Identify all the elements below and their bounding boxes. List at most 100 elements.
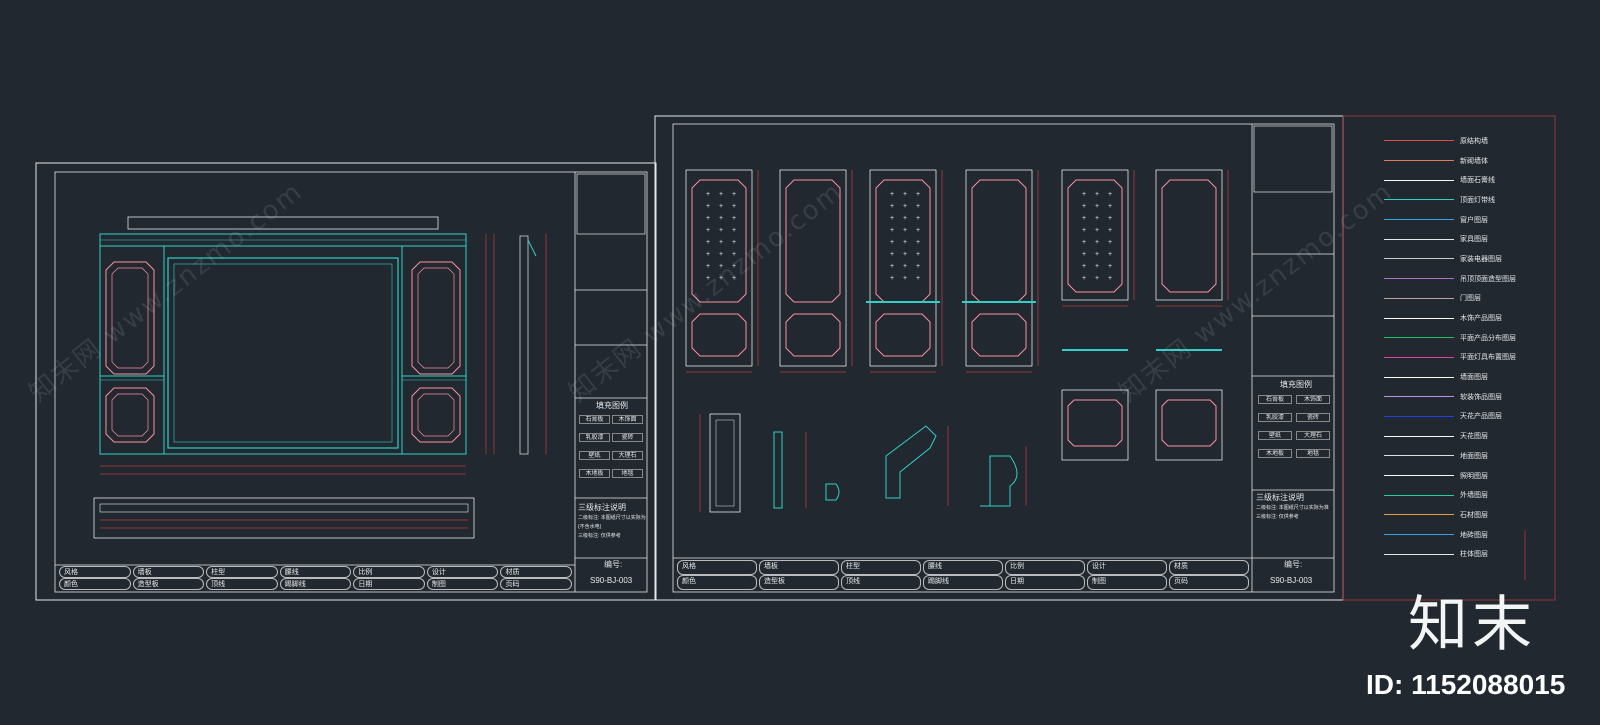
note-line: (不含水电) [578,524,602,530]
legend-item: 新砌墙体 [1384,151,1544,171]
legend-line-swatch [1384,396,1454,398]
legend-line-swatch [1384,435,1454,437]
layer-legend-panel [1342,115,1556,601]
title-block-label: 墙板 [759,560,839,575]
tufting-mark: + [719,275,723,282]
tufting-mark: + [706,191,710,198]
legend-label: 吊顶顶面造型图层 [1460,275,1516,283]
tufting-mark: + [719,239,723,246]
legend-line-swatch [1384,140,1454,142]
tufting-mark: + [1108,263,1112,270]
tufting-mark: + [706,215,710,222]
legend-label: 地面图层 [1460,452,1488,460]
legend-label: 木饰产品图层 [1460,315,1502,323]
brand-logo: 知末 [1408,590,1536,660]
legend-item: 墙面图层 [1384,367,1544,387]
legend-line-swatch [1384,160,1454,162]
legend-line-swatch [1384,199,1454,201]
title-block-label: 颜色 [677,575,757,590]
title-block-label: 风格 [59,566,131,578]
legend-label: 门图层 [1460,295,1481,303]
right-title-block: 风格墙板柱型腰线比例设计材质颜色造型板顶线踢脚线日期制图页码 [676,560,1250,590]
legend-line-swatch [1384,475,1454,477]
tufting-mark: + [706,203,710,210]
tufting-mark: + [732,251,736,258]
title-block-label: 柱型 [841,560,921,575]
legend-line-swatch [1384,553,1454,555]
legend-label: 窗户图层 [1460,216,1488,224]
tufting-mark: + [916,251,920,258]
tufting-mark: + [1108,203,1112,210]
legend-label: 柱体图层 [1460,551,1488,559]
tufting-mark: + [732,275,736,282]
material-swatch: 大理石 [612,451,643,460]
legend-label: 墙面图层 [1460,374,1488,382]
tufting-mark: + [1082,239,1086,246]
title-block-label: 造型板 [132,578,205,590]
legend-label: 家具图层 [1460,236,1488,244]
tufting-mark: + [1108,251,1112,258]
legend-item: 柱体图层 [1384,544,1544,564]
title-block-label: 设计 [426,566,499,578]
tufting-mark: + [1095,215,1099,222]
left-drawing-code: S90-BJ-003 [590,576,633,585]
door-panel-elevation: ++++++++++++++++++++++++ [866,169,943,373]
tufting-mark: + [903,203,907,210]
title-block-label: 比例 [353,566,425,578]
material-swatch: 乳胶漆 [1257,413,1293,422]
tufting-mark: + [706,275,710,282]
material-swatch: 瓷砖 [1295,413,1331,422]
left-materials-grid: 石膏板木饰面乳胶漆瓷砖壁纸大理石木地板地毯 [578,412,644,484]
legend-item: 石材图层 [1384,505,1544,525]
legend-line-swatch [1384,455,1454,457]
legend-item: 原结构墙 [1384,131,1544,151]
material-swatch: 壁纸 [579,451,610,460]
legend-line-swatch [1384,514,1454,516]
legend-line-swatch [1384,376,1454,378]
right-notes-title: 三级标注说明 [1256,493,1304,502]
legend-line-swatch [1384,494,1454,496]
tufting-mark: + [890,275,894,282]
door-panel-elevation: ++++++++++++++++++++++++ [1061,169,1135,307]
tufting-mark: + [719,191,723,198]
material-swatch: 瓷砖 [612,433,643,442]
tufting-mark: + [1082,263,1086,270]
layer-legend: 原结构墙新砌墙体墙面石膏线顶面灯带线窗户图层家具图层家装电器图层吊顶顶面造型图层… [1384,131,1544,564]
tufting-mark: + [706,263,710,270]
legend-label: 天花图层 [1460,433,1488,441]
legend-item: 地砖图层 [1384,525,1544,545]
tufting-mark: + [890,191,894,198]
tufting-mark: + [1082,251,1086,258]
material-swatch: 木地板 [579,469,610,478]
title-block-label: 设计 [1087,560,1167,575]
legend-item: 天花图层 [1384,426,1544,446]
tufting-mark: + [1082,191,1086,198]
tufting-mark: + [890,263,894,270]
tufting-mark: + [732,239,736,246]
tufting-mark: + [1082,275,1086,282]
tufting-mark: + [1108,191,1112,198]
material-swatch: 木地板 [1257,449,1293,458]
tufting-mark: + [719,203,723,210]
tufting-mark: + [732,263,736,270]
tufting-mark: + [916,275,920,282]
left-material-title: 填充图例 [596,401,628,410]
title-block-label: 日期 [1005,575,1085,590]
tufting-mark: + [719,263,723,270]
title-block-row: 颜色造型板顶线踢脚线日期制图页码 [676,575,1250,590]
tufting-mark: + [916,227,920,234]
tufting-mark: + [916,239,920,246]
tufting-mark: + [916,191,920,198]
legend-item: 木饰产品图层 [1384,308,1544,328]
title-block-label: 制图 [1087,575,1167,590]
door-panel-elevation [962,169,1039,373]
legend-label: 顶面灯带线 [1460,196,1495,204]
title-block-label: 踢脚线 [279,578,352,590]
legend-item: 顶面灯带线 [1384,190,1544,210]
door-panel-elevation [1155,169,1229,307]
tufting-mark: + [890,239,894,246]
note-line: 三级标注: 仅供参考 [1256,514,1299,520]
legend-line-swatch [1384,238,1454,240]
right-notes: 二级标注: 本图纸尺寸以实际为准三级标注: 仅供参考 [1256,504,1332,522]
